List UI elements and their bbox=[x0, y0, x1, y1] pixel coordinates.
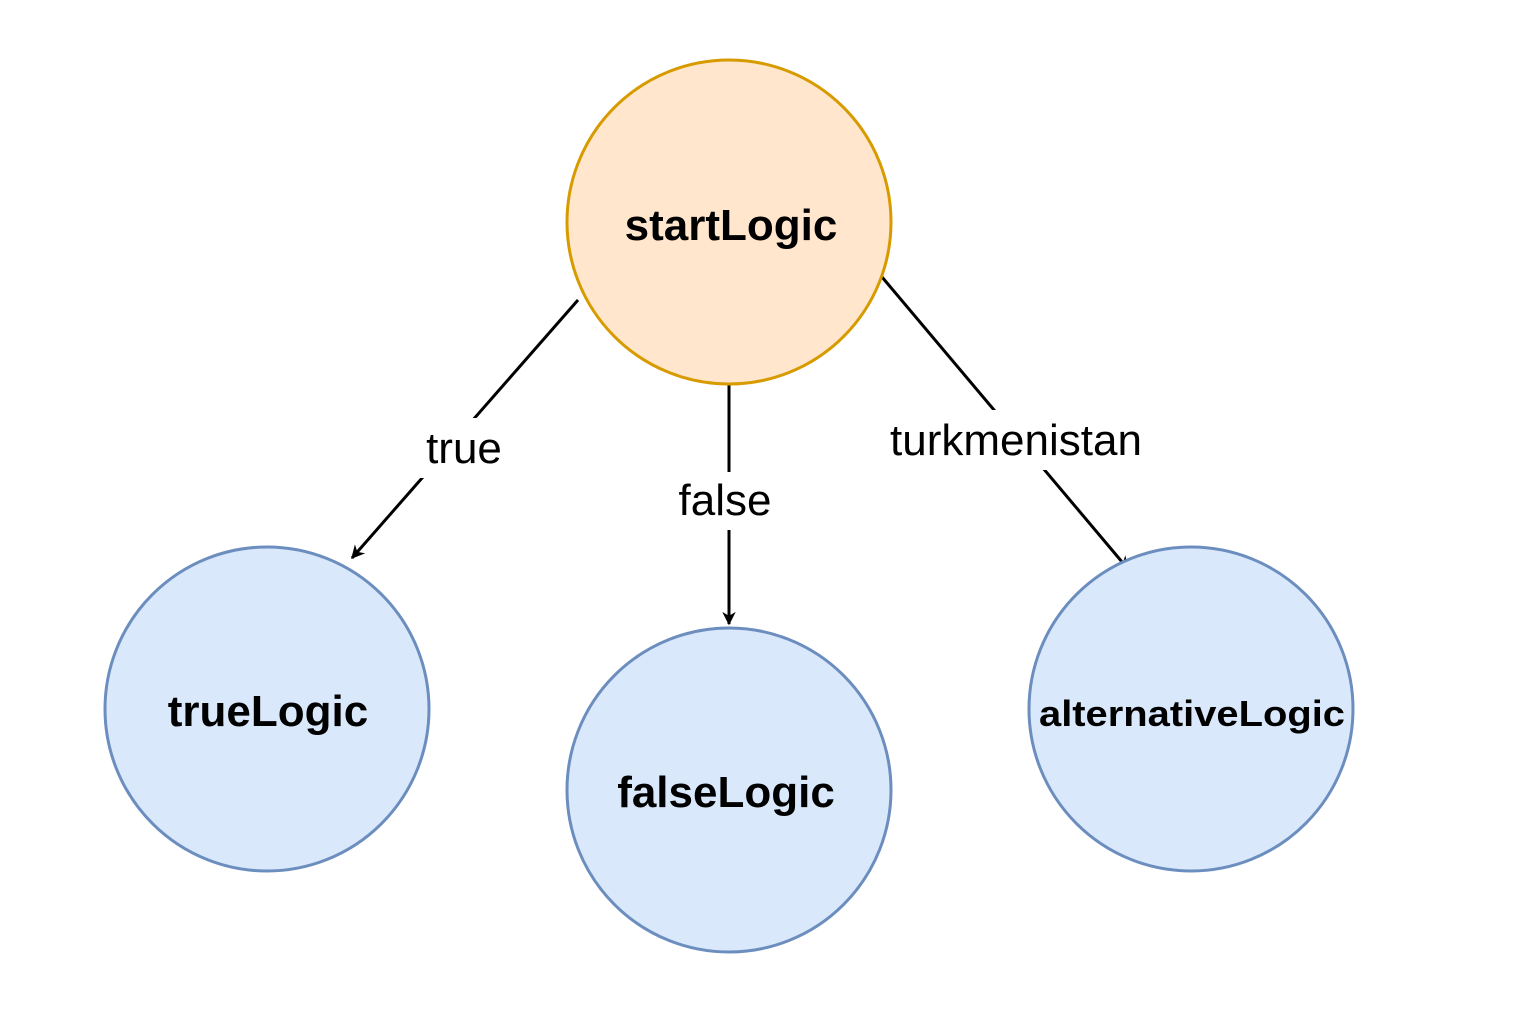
node-false-circle bbox=[565, 626, 893, 954]
node-true-circle bbox=[103, 545, 431, 873]
edge-start-to-true: true bbox=[350, 299, 580, 560]
node-false-label: falseLogic bbox=[617, 768, 835, 817]
node-alternative-logic[interactable]: alternativeLogic bbox=[1027, 545, 1355, 873]
node-alternative-circle bbox=[1027, 545, 1355, 873]
edge-label-alternative: turkmenistan bbox=[890, 416, 1142, 465]
edge-label-false: false bbox=[679, 476, 772, 525]
edge-start-to-false: false bbox=[664, 384, 786, 626]
node-true-logic[interactable]: trueLogic bbox=[103, 545, 431, 873]
node-alternative-label: alternativeLogic bbox=[1039, 693, 1345, 734]
edge-label-true: true bbox=[426, 424, 502, 473]
node-start-logic[interactable]: startLogic bbox=[565, 58, 893, 386]
node-true-label: trueLogic bbox=[168, 687, 368, 736]
edge-start-to-alternative: turkmenistan bbox=[868, 276, 1162, 571]
node-false-logic[interactable]: falseLogic bbox=[565, 626, 893, 954]
node-start-circle bbox=[565, 58, 893, 386]
node-start-label: startLogic bbox=[625, 201, 838, 250]
